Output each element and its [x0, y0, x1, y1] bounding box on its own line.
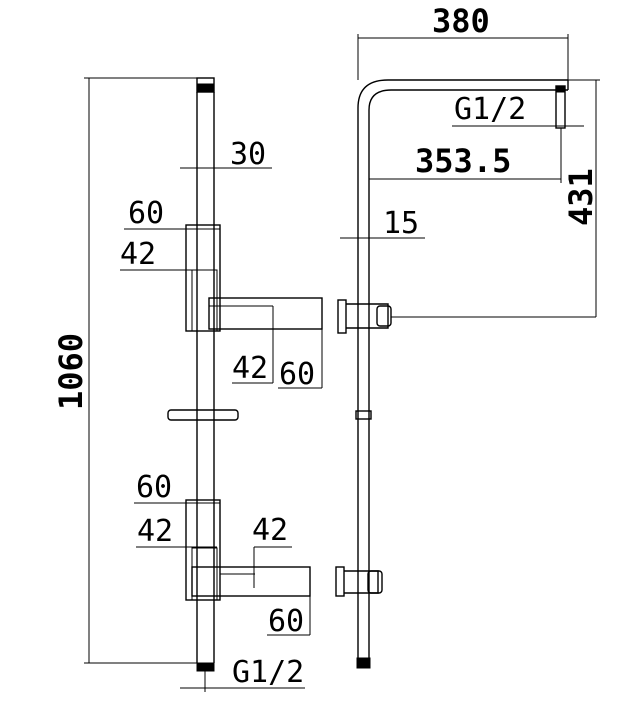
dim-upper-60-label: 60	[128, 196, 164, 231]
dim-bottom-thread-label: G1/2	[232, 655, 304, 690]
dim-upper-depth-60-label: 60	[279, 357, 315, 392]
dim-353-label: 353.5	[415, 142, 511, 180]
pipe-inner-curve	[368, 89, 568, 663]
head-thread-cap	[555, 85, 566, 93]
pipe-joint	[355, 410, 372, 420]
side-lower-bracket-plate	[335, 566, 345, 597]
dim-lower-42-label: 42	[137, 514, 173, 549]
dim-upper-42-label: 42	[120, 237, 156, 272]
dim-lower-depth-60-label: 60	[268, 604, 304, 639]
front-view: 1060 30 60 42 42 60 60 42 42 60 G	[52, 77, 323, 692]
dim-lower-depth-42-label: 42	[252, 513, 288, 548]
side-upper-bracket-plate	[337, 299, 347, 334]
upper-bracket-inner	[191, 269, 218, 332]
pipe-bottom-cap	[356, 657, 371, 669]
lower-bracket-outer	[185, 499, 221, 601]
side-view: 380 G1/2 353.5 15 431	[335, 2, 600, 669]
dim-380-label: 380	[432, 2, 490, 40]
dim-15-label: 15	[383, 206, 419, 241]
upper-bracket-arm	[208, 297, 323, 330]
dim-upper-depth-42-label: 42	[232, 351, 268, 386]
lower-bracket-arm	[191, 566, 311, 597]
upper-bracket-outer	[185, 224, 221, 332]
side-lower-bracket-body	[344, 570, 379, 594]
dim-head-thread-label: G1/2	[454, 92, 526, 127]
dim-431-label: 431	[562, 168, 600, 226]
rail-top-cap-fill	[196, 83, 215, 93]
dim-30-label: 30	[230, 137, 266, 172]
side-lower-bracket-knob	[367, 570, 383, 594]
rail-bottom-inlet	[196, 662, 215, 672]
side-upper-bracket-knob	[376, 305, 392, 327]
dim-1060-label: 1060	[52, 333, 90, 410]
dim-lower-60-label: 60	[136, 470, 172, 505]
pipe-outer-curve	[357, 79, 568, 663]
lower-bracket-inner	[191, 547, 218, 601]
side-upper-bracket-body	[346, 303, 389, 329]
soap-dish	[167, 409, 239, 421]
